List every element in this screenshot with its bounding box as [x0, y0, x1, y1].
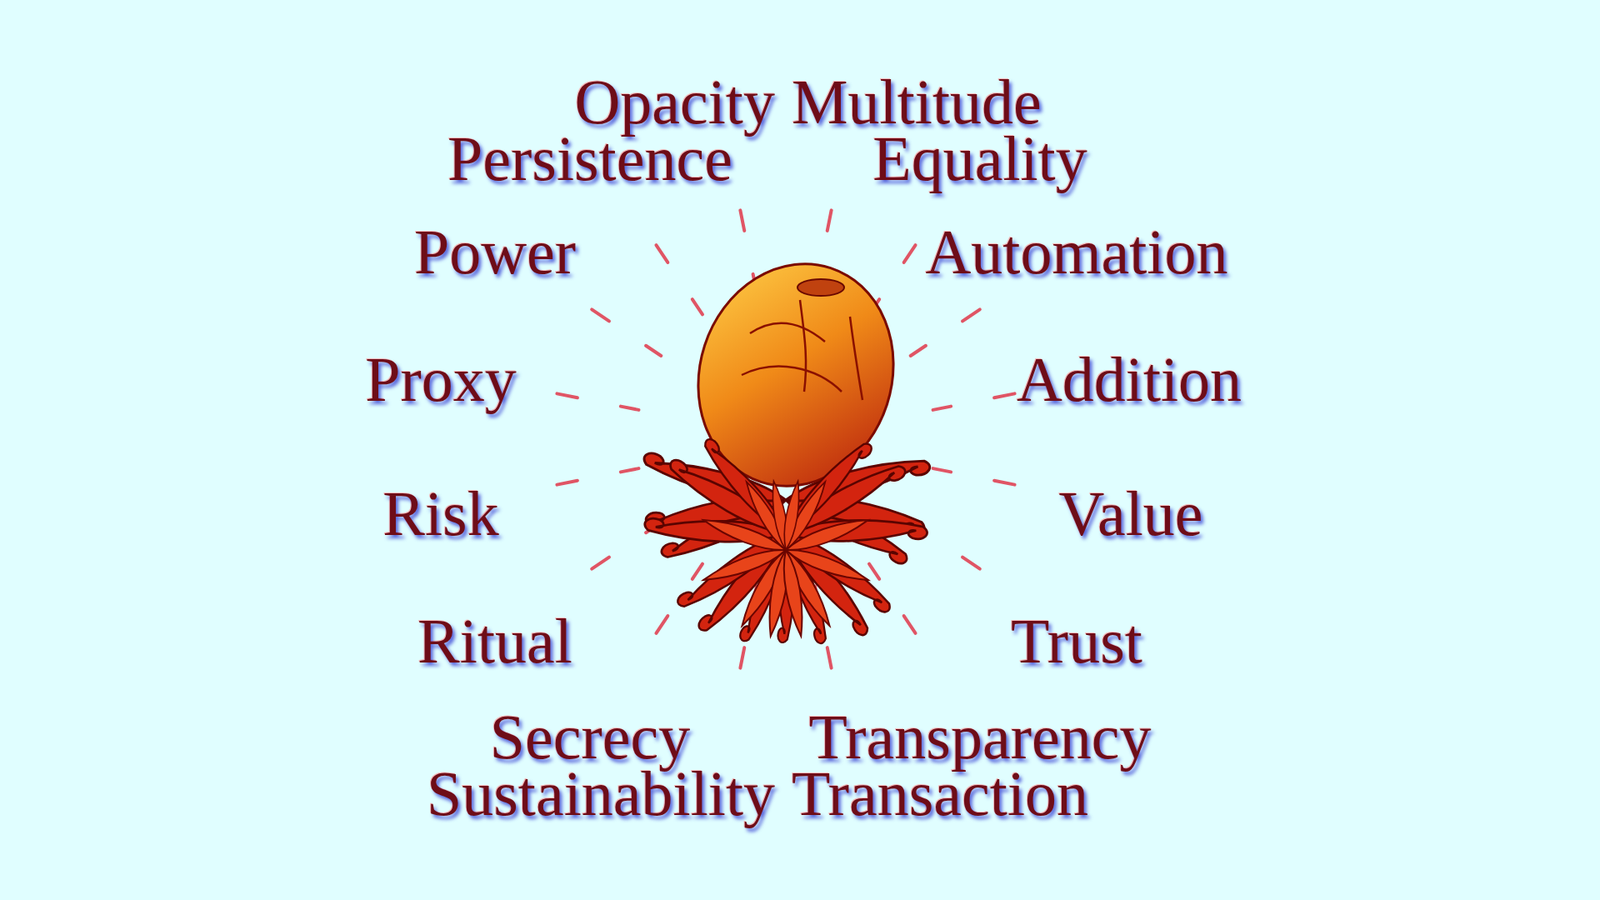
keyword-label: Persistence	[447, 126, 733, 190]
keyword-label: Transparency	[809, 705, 1152, 769]
keyword-label: Risk	[382, 481, 499, 545]
flower-illustration	[640, 238, 931, 645]
keyword-label: Proxy	[365, 347, 517, 411]
keyword-label: Opacity	[574, 70, 775, 134]
keyword-label: Trust	[1010, 609, 1143, 673]
keyword-label: Secrecy	[490, 705, 691, 769]
keyword-label: Value	[1058, 481, 1203, 545]
keyword-label: Addition	[1016, 347, 1242, 411]
keyword-label: Equality	[872, 126, 1088, 190]
keyword-label: Sustainability	[426, 761, 775, 825]
keyword-label: Transaction	[791, 761, 1089, 825]
keyword-label: Multitude	[791, 70, 1042, 134]
keyword-label: Ritual	[417, 609, 573, 673]
keyword-label: Power	[414, 220, 576, 284]
keyword-label: Automation	[925, 220, 1228, 284]
